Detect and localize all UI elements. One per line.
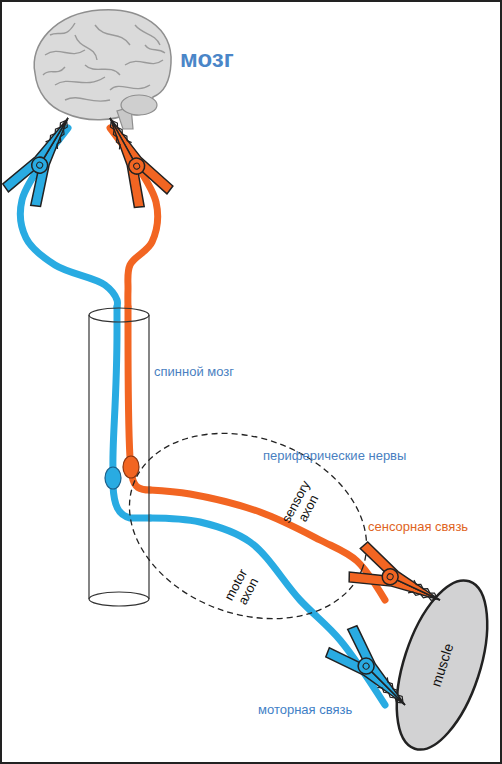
brain-gyrus [135, 25, 160, 45]
axon-connector [150, 518, 385, 705]
brain-gyrus [145, 45, 165, 53]
nerve-region-outline [103, 402, 392, 651]
cerebellum [121, 95, 157, 115]
brain-gyrus [50, 23, 75, 35]
brain-gyrus [110, 85, 150, 90]
connection-label: сенсорная связь [368, 519, 468, 534]
edge-label: sensory axon [277, 475, 326, 535]
sensory-neuron-body [123, 456, 139, 478]
brain-gyrus [85, 65, 120, 75]
tube-end [89, 308, 149, 322]
node-text: спинной мозг [154, 364, 234, 379]
axon-connector [20, 128, 117, 307]
axon-connector [150, 490, 385, 600]
brain-outline [34, 10, 171, 120]
brain-node: мозг [25, 5, 260, 128]
sensory-wire-in-cord [128, 307, 130, 458]
tube-side [88, 315, 89, 599]
sensory-clip-muscle [346, 540, 450, 620]
node-shape [88, 307, 150, 607]
brain-gyrus [65, 98, 110, 102]
brain-gyrus [75, 35, 97, 60]
node-text: мозг [180, 45, 234, 73]
connection-label: моторная связь [258, 702, 352, 717]
brain-gyrus [95, 25, 130, 45]
edge-label: motor axon [217, 558, 266, 618]
brain-gyrus [45, 50, 85, 55]
motor-neuron-body [105, 467, 121, 489]
spinal-cord-node: спинной мозг [88, 307, 150, 607]
brain-gyrus [43, 67, 65, 75]
sensory-clip-brain [91, 107, 175, 211]
muscle-outline [379, 570, 502, 761]
tube-end [89, 592, 149, 606]
node-text: периферические нервы [263, 448, 406, 463]
tube-side [148, 315, 149, 599]
brain-gyrus [125, 60, 163, 65]
motor-clip-brain [1, 107, 87, 210]
spinal-cord-tube [89, 308, 149, 606]
muscle-node: muscle [385, 575, 500, 755]
motor-wire-in-cord [113, 307, 117, 470]
brain-gyrus [55, 77, 105, 85]
